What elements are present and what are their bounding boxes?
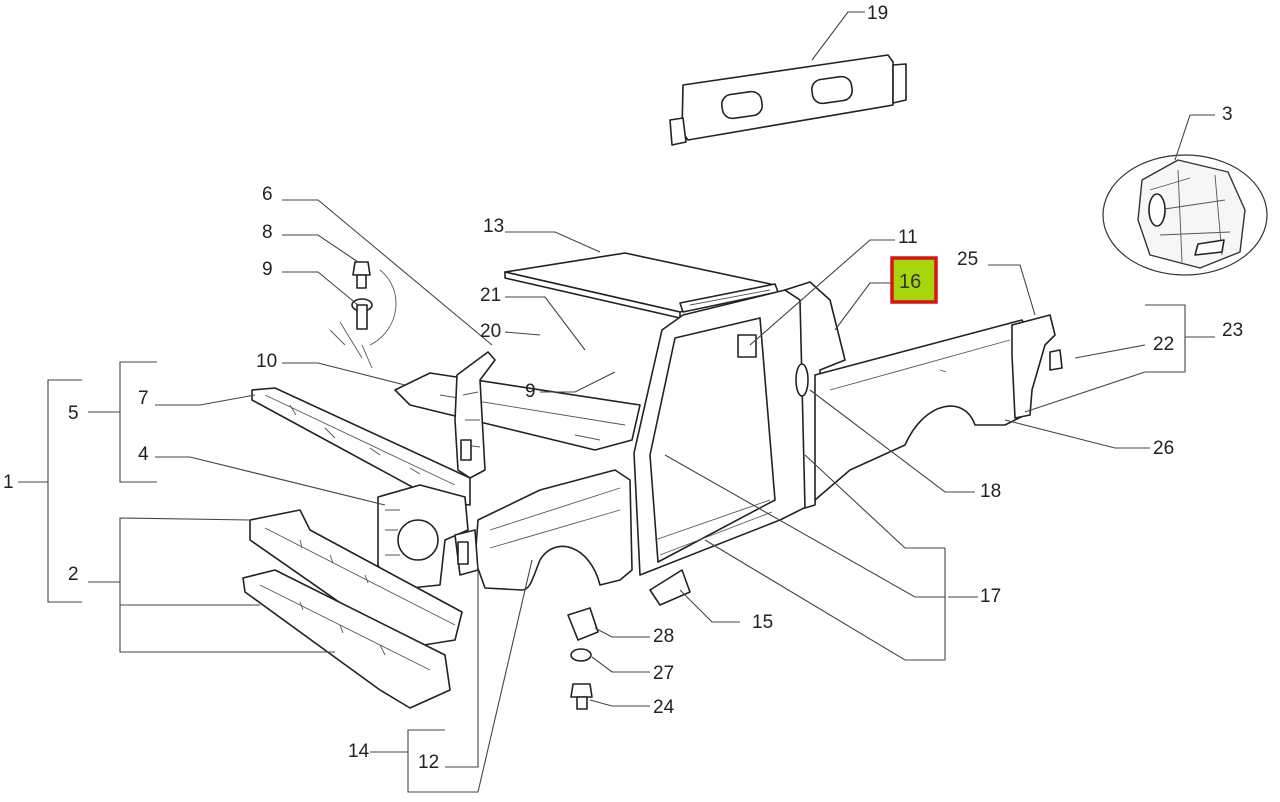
part-roof[interactable]: [504, 252, 779, 319]
callout-27[interactable]: 27: [653, 663, 674, 684]
part-bolt-washer[interactable]: [329, 261, 397, 369]
callout-14[interactable]: 14: [348, 741, 370, 762]
callout-15[interactable]: 15: [752, 612, 773, 633]
callout-4[interactable]: 4: [138, 444, 149, 465]
callout-9-upper[interactable]: 9: [262, 259, 273, 280]
part-pillar-bracket[interactable]: [454, 351, 496, 479]
callout-23[interactable]: 23: [1222, 320, 1243, 341]
callout-21[interactable]: 21: [480, 285, 501, 306]
part-rear-cab-panel[interactable]: [669, 54, 907, 146]
callout-12[interactable]: 12: [418, 752, 439, 773]
callout-16[interactable]: 16: [899, 271, 921, 293]
callout-25[interactable]: 25: [957, 249, 978, 270]
callout-19[interactable]: 19: [867, 3, 888, 24]
callout-18[interactable]: 18: [980, 481, 1001, 502]
part-fastener-set[interactable]: [567, 607, 599, 710]
callout-7[interactable]: 7: [138, 388, 149, 409]
leader-lines: [18, 11, 1215, 793]
part-bed-side[interactable]: [814, 314, 1063, 501]
callout-26[interactable]: 26: [1153, 438, 1174, 459]
part-front-inner-panel[interactable]: [377, 484, 469, 591]
part-upper-crossmember[interactable]: [251, 387, 471, 506]
callout-9-lower[interactable]: 9: [525, 381, 536, 402]
part-detail-bracket[interactable]: [1102, 154, 1268, 276]
callout-6[interactable]: 6: [262, 184, 273, 205]
callout-24[interactable]: 24: [653, 697, 675, 718]
callout-5[interactable]: 5: [68, 403, 79, 424]
callout-28[interactable]: 28: [653, 626, 674, 647]
callout-10[interactable]: 10: [256, 351, 277, 372]
part-sill-bracket[interactable]: [649, 569, 691, 606]
callout-2[interactable]: 2: [68, 564, 79, 585]
part-cowl-panel[interactable]: [394, 372, 641, 451]
callout-17[interactable]: 17: [980, 586, 1001, 607]
part-lower-crossmember[interactable]: [242, 509, 463, 709]
part-cab-side[interactable]: [633, 281, 846, 576]
callout-16-highlight[interactable]: 16: [890, 256, 938, 304]
callout-11[interactable]: 11: [898, 227, 918, 248]
callout-1[interactable]: 1: [3, 472, 14, 493]
part-front-fender[interactable]: [454, 469, 633, 591]
callout-22[interactable]: 22: [1153, 334, 1174, 355]
callout-13[interactable]: 13: [483, 216, 504, 237]
callout-20[interactable]: 20: [480, 321, 501, 342]
highlight-box: [890, 256, 938, 304]
callout-labels: 19 3 6 13 8 11 25 9 21 23 20 22 10 9 7 5…: [3, 3, 1243, 773]
callout-3[interactable]: 3: [1222, 104, 1233, 125]
callout-8[interactable]: 8: [262, 222, 273, 243]
